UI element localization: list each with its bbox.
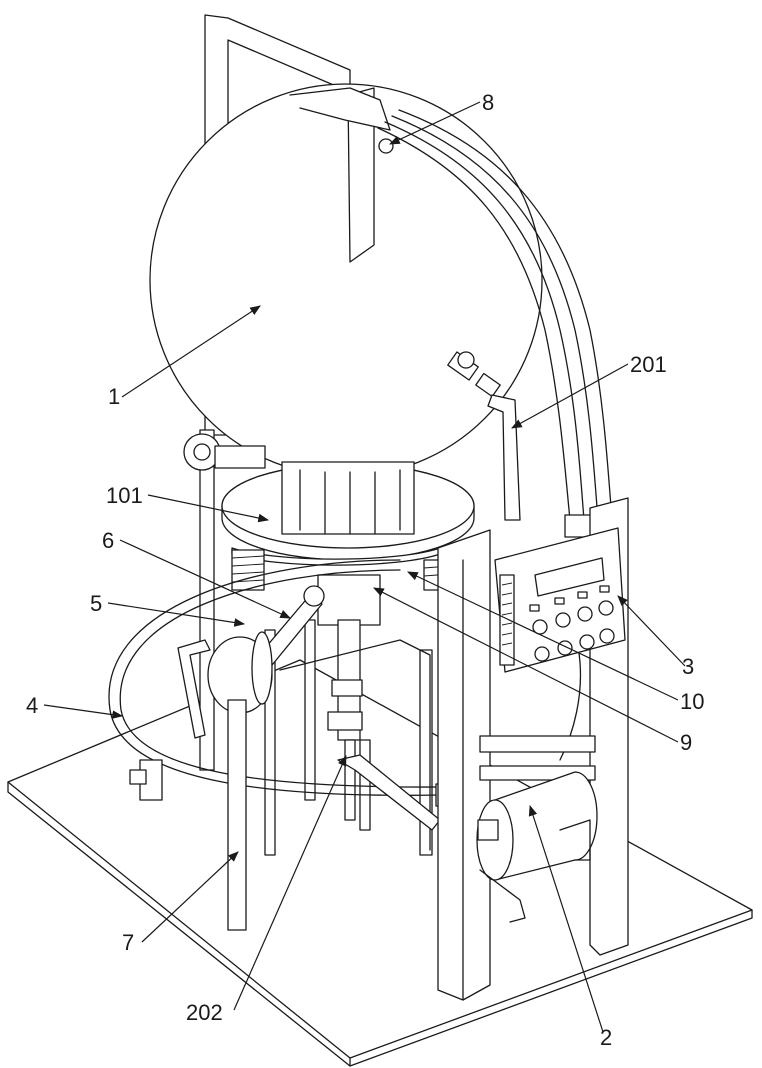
callout-3: 3 (618, 596, 694, 679)
label-2: 2 (600, 1025, 612, 1050)
label-8: 8 (482, 90, 494, 115)
label-201: 201 (630, 352, 667, 377)
label-1: 1 (108, 384, 120, 409)
label-4: 4 (26, 693, 38, 718)
label-10: 10 (680, 689, 704, 714)
sphere-tank (150, 84, 542, 476)
label-101: 101 (106, 483, 143, 508)
label-6: 6 (102, 528, 114, 553)
base-plate (8, 660, 752, 1066)
label-3: 3 (682, 654, 694, 679)
callout-5: 5 (90, 591, 244, 624)
label-202: 202 (186, 1000, 223, 1025)
label-9: 9 (680, 730, 692, 755)
label-5: 5 (90, 591, 102, 616)
pipe-7 (228, 700, 246, 930)
label-7: 7 (122, 930, 134, 955)
callout-4: 4 (26, 693, 122, 718)
